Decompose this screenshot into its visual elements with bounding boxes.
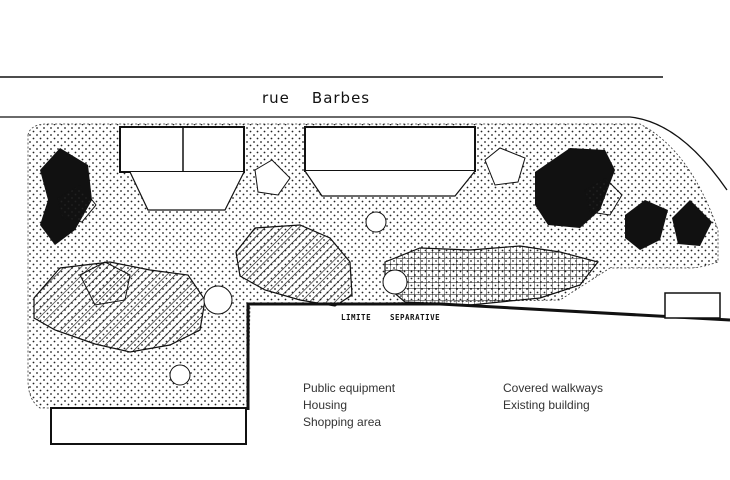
legend-existing-building: Existing building bbox=[503, 398, 590, 412]
boundary-label-1: LIMITE bbox=[341, 313, 372, 322]
boundary-label-2: SEPARATIVE bbox=[390, 313, 441, 322]
housing-zones bbox=[33, 224, 353, 353]
legend-shopping-area: Shopping area bbox=[303, 415, 382, 429]
legend-covered-walkways: Covered walkways bbox=[503, 381, 604, 395]
street-edges bbox=[0, 76, 728, 191]
site-boundary bbox=[246, 302, 730, 410]
street-buildings bbox=[119, 126, 476, 211]
legend-public-equipment: Public equipment bbox=[303, 381, 396, 395]
public-equipment bbox=[57, 147, 623, 306]
right-small-building bbox=[664, 292, 721, 319]
legend-housing: Housing bbox=[303, 398, 348, 412]
courtyard-circles bbox=[169, 211, 408, 386]
lower-parcel-building bbox=[50, 407, 247, 445]
shopping-area bbox=[384, 245, 600, 306]
